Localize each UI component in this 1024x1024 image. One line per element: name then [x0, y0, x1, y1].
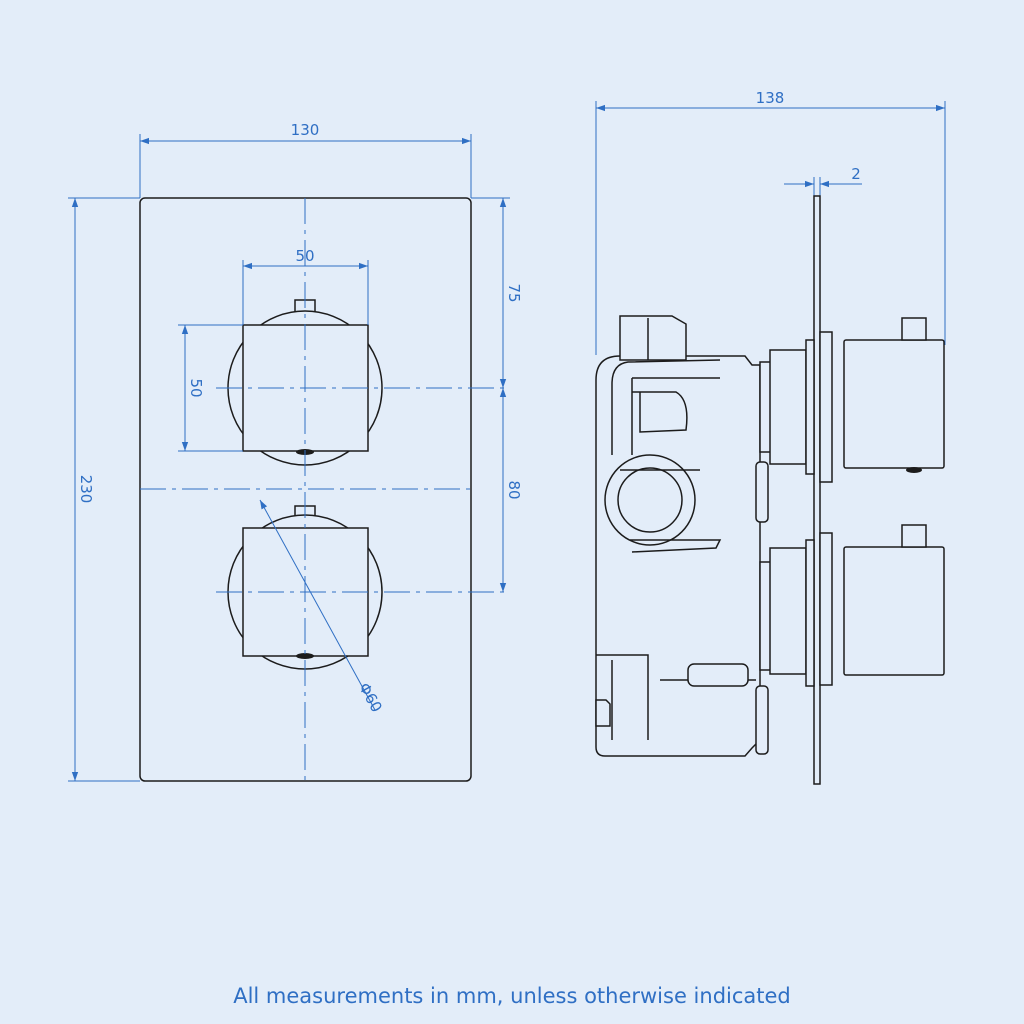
depth-label: 138 — [756, 89, 785, 107]
diameter-leader — [259, 499, 376, 711]
valve-body — [595, 355, 761, 757]
height-label: 230 — [77, 475, 95, 504]
upper-handle-spindle — [901, 317, 927, 341]
thickness-label: 2 — [851, 165, 861, 183]
upper-rosette-collar — [819, 331, 833, 483]
measurement-note: All measurements in mm, unless otherwise… — [233, 984, 791, 1008]
side-port-inner — [617, 467, 683, 533]
bottom-stub — [595, 699, 611, 727]
upper-cartridge-flange — [805, 339, 815, 475]
knob-height-label: 50 — [187, 378, 205, 397]
lower-handle-side — [843, 546, 945, 676]
front-view: 130 230 50 50 75 80 Φ60 — [68, 121, 523, 782]
knob-width-label: 50 — [295, 247, 314, 265]
lower-knob-underside — [296, 653, 314, 659]
side-boss-2 — [755, 685, 769, 755]
lower-outlet-nut — [687, 663, 749, 687]
side-port-bracket — [620, 469, 722, 553]
lower-handle-spindle — [901, 524, 927, 548]
side-view: 138 2 — [595, 89, 946, 785]
diameter-label: Φ60 — [355, 680, 386, 716]
lower-cartridge-flange — [805, 539, 815, 687]
upper-handle-side — [843, 339, 945, 469]
top-offset-label: 75 — [505, 283, 523, 302]
lower-rosette-collar — [819, 532, 833, 686]
top-inlet — [619, 315, 687, 361]
inner-channel — [632, 391, 688, 433]
knob-spacing-label: 80 — [505, 480, 523, 499]
lower-cartridge-body — [769, 547, 807, 675]
width-label: 130 — [291, 121, 320, 139]
side-boss-1 — [755, 461, 769, 523]
inner-bend-pipe — [611, 359, 721, 455]
wall-plate — [813, 195, 821, 785]
upper-cartridge-body — [769, 349, 807, 465]
upper-handle-bottom — [906, 467, 922, 473]
